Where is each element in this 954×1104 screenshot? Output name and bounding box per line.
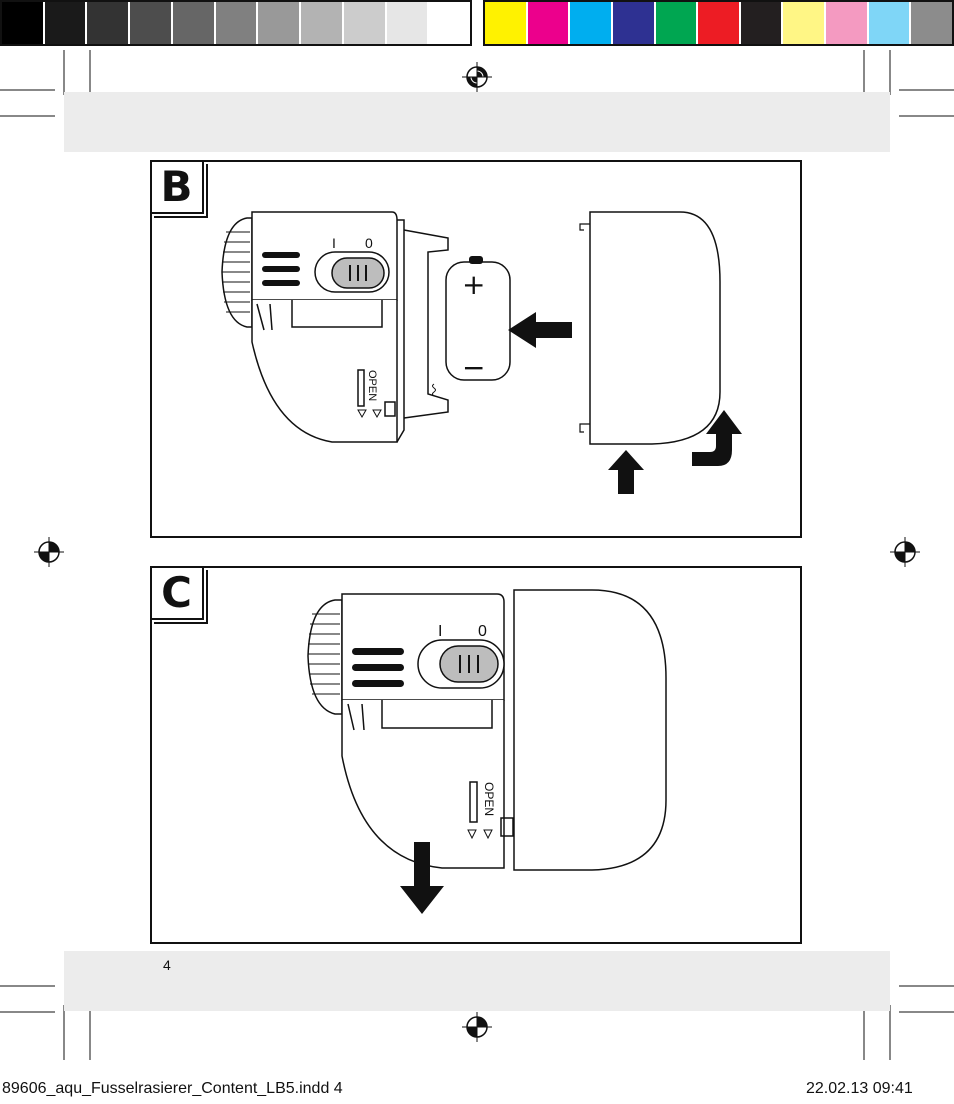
gray-swatch — [85, 2, 129, 44]
header-band — [64, 92, 890, 152]
registration-mark-icon — [890, 537, 920, 567]
figure-c-illustration: I 0 OPEN — [307, 589, 667, 914]
color-swatch — [525, 2, 569, 44]
gray-swatch — [299, 2, 342, 44]
gray-swatch — [128, 2, 171, 44]
gray-swatch — [42, 2, 86, 44]
arrow-down-icon — [400, 842, 444, 914]
footer-band — [64, 951, 890, 1011]
gray-swatch — [256, 2, 300, 44]
color-swatch — [738, 2, 782, 44]
color-swatch — [824, 2, 867, 44]
gray-swatch — [213, 2, 257, 44]
gray-swatch — [170, 2, 214, 44]
color-swatches — [483, 0, 954, 46]
color-swatch — [866, 2, 910, 44]
battery-minus: − — [462, 351, 485, 384]
registration-mark-icon — [462, 1012, 492, 1042]
color-calibration-bar — [0, 0, 954, 46]
footer-filename: 89606_aqu_Fusselrasierer_Content_LB5.ind… — [2, 1080, 343, 1097]
color-swatch — [568, 2, 611, 44]
color-swatch — [909, 2, 953, 44]
gray-swatch — [341, 2, 385, 44]
grayscale-swatches — [0, 0, 472, 46]
figure-b-label: B — [149, 159, 208, 218]
open-label: OPEN — [482, 782, 496, 816]
arrow-curved-up-icon — [692, 410, 742, 466]
switch-mark-on: I — [438, 623, 442, 640]
open-label: OPEN — [366, 370, 378, 401]
gray-swatch — [427, 2, 471, 44]
switch-mark-on: I — [332, 235, 336, 251]
figure-b-illustration: I 0 OPEN + − — [221, 211, 742, 494]
battery-plus: + — [462, 268, 485, 301]
arrow-up-icon — [608, 450, 644, 494]
color-swatch — [485, 2, 526, 44]
page-number: 4 — [163, 957, 171, 973]
switch-mark-off: 0 — [478, 623, 487, 640]
color-swatch — [610, 2, 654, 44]
arrow-left-icon — [508, 312, 572, 348]
registration-mark-icon — [34, 537, 64, 567]
registration-mark-icon — [462, 62, 492, 92]
switch-mark-off: 0 — [365, 235, 373, 251]
footer-datetime: 22.02.13 09:41 — [806, 1080, 913, 1097]
figure-c-panel: C — [149, 565, 802, 944]
color-swatch — [781, 2, 825, 44]
color-swatch — [653, 2, 697, 44]
gray-swatch — [384, 2, 428, 44]
color-swatch — [696, 2, 739, 44]
figure-b-panel: B — [149, 159, 802, 538]
gray-swatch — [2, 2, 43, 44]
